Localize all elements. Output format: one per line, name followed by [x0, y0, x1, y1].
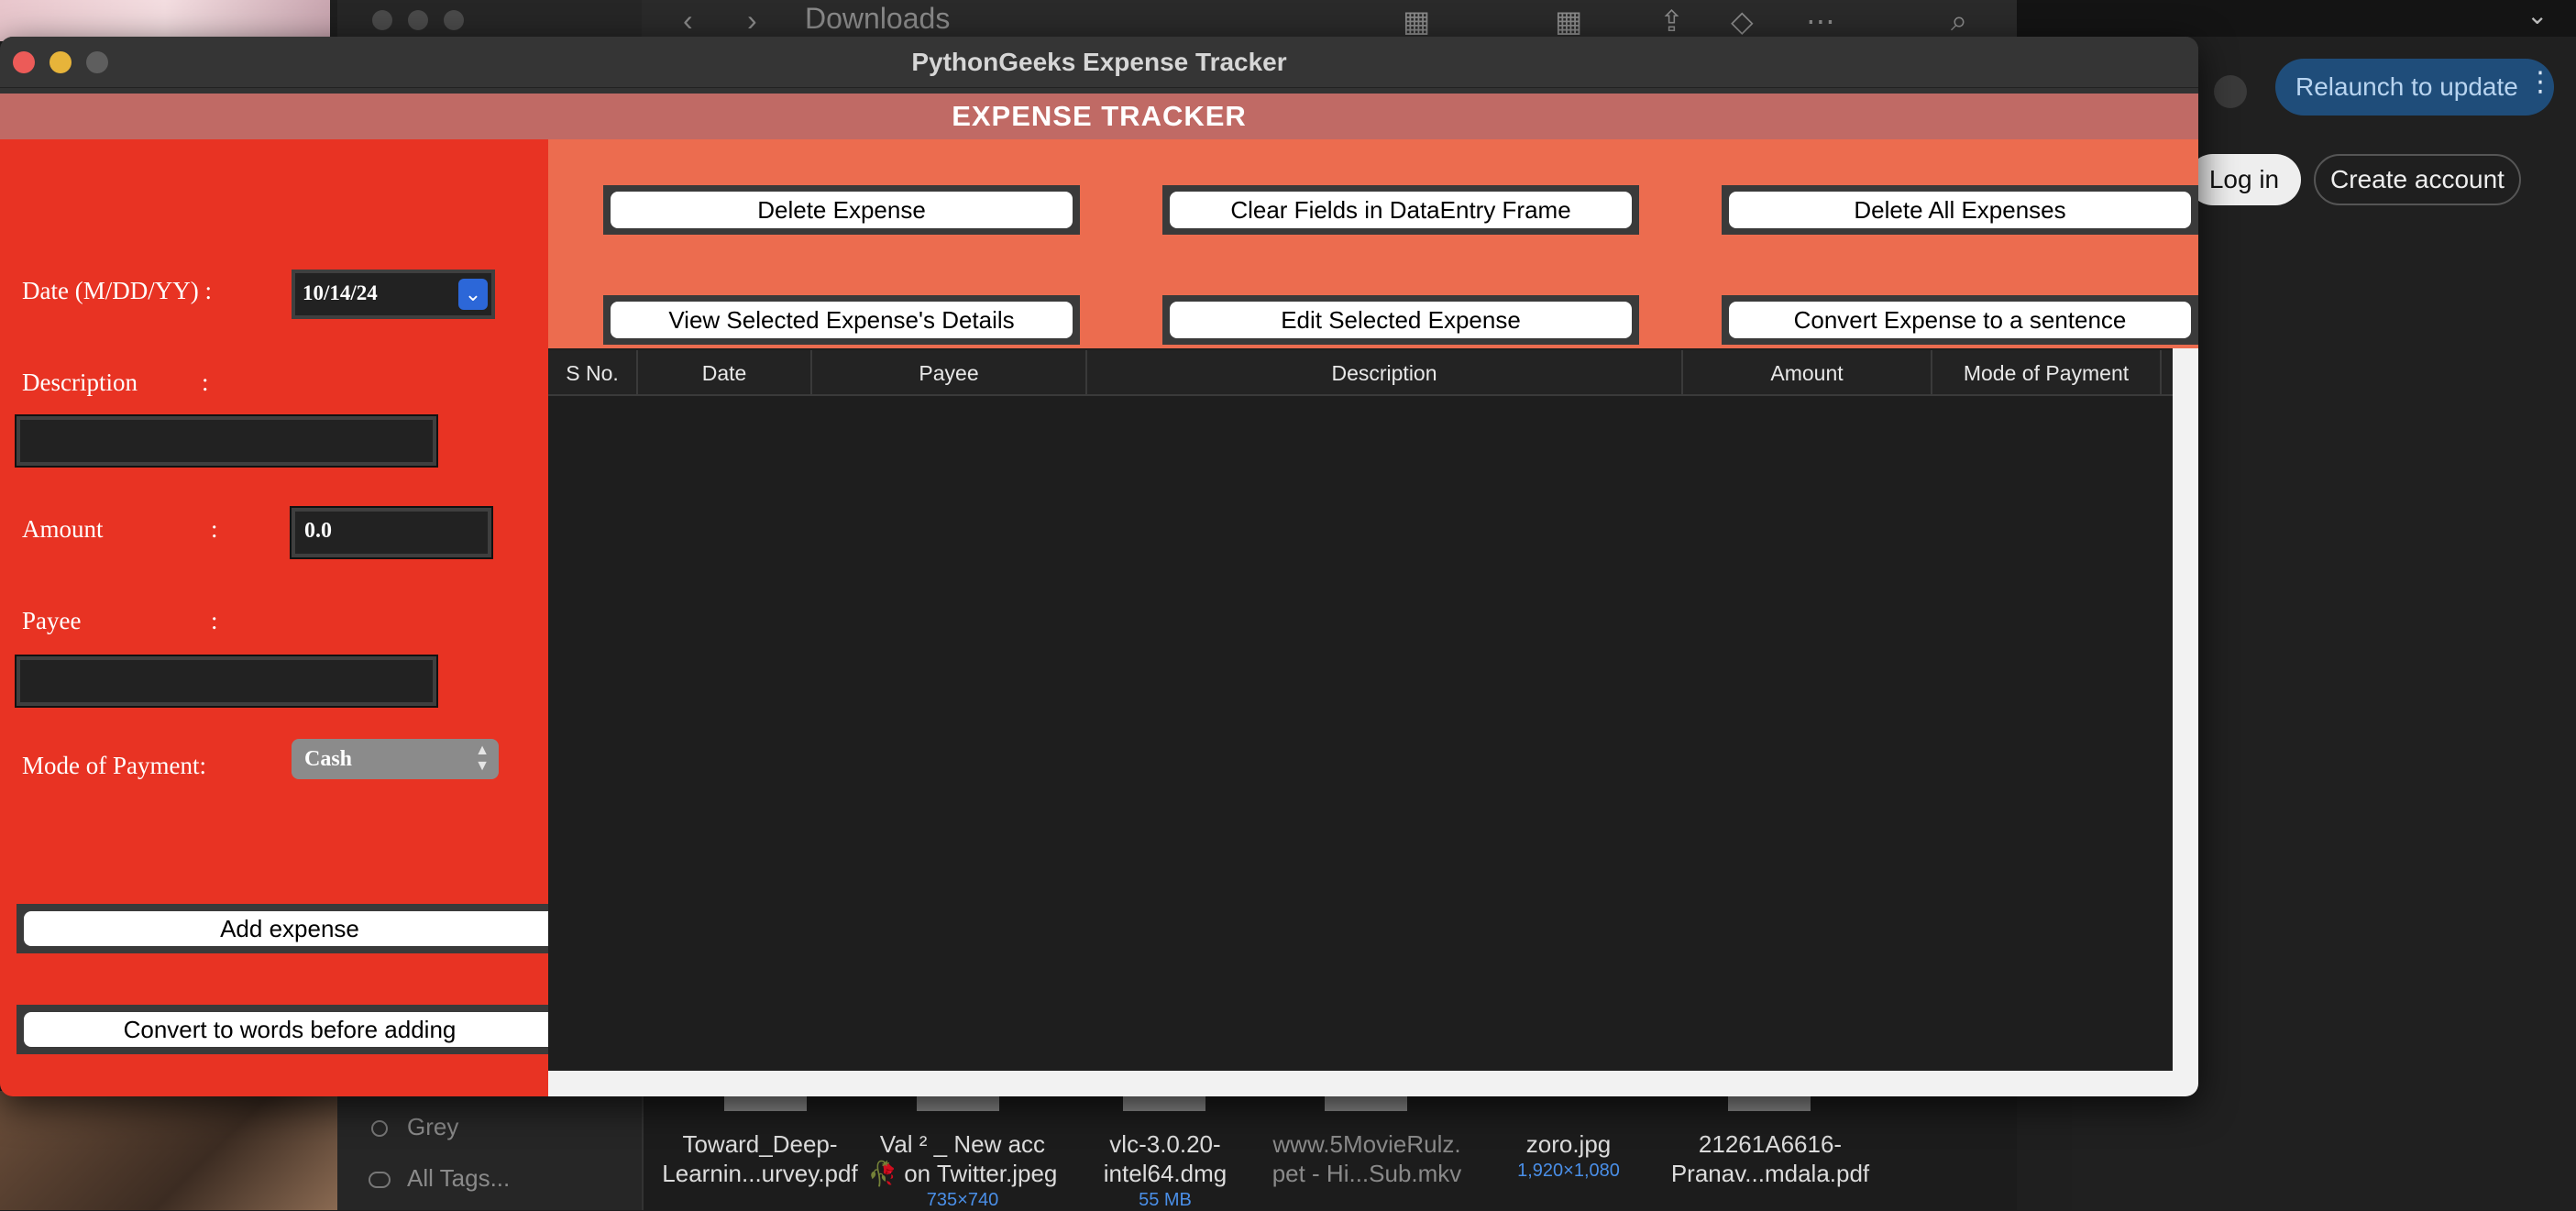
column-header-payee[interactable]: Payee [812, 350, 1087, 396]
amount-colon: : [211, 515, 218, 543]
view-details-button[interactable]: View Selected Expense's Details [611, 302, 1073, 338]
create-account-button[interactable]: Create account [2314, 154, 2521, 205]
table-header: S No. Date Payee Description Amount Mode… [548, 350, 2173, 396]
forward-icon[interactable]: › [747, 4, 757, 37]
back-icon[interactable]: ‹ [683, 4, 693, 37]
clear-fields-button[interactable]: Clear Fields in DataEntry Frame [1170, 192, 1632, 228]
finder-zoom-button[interactable] [444, 10, 464, 30]
file-item[interactable]: 21261A6616-Pranav...mdala.pdf [1670, 1130, 1870, 1187]
kebab-menu-icon[interactable]: ⋮ [2526, 67, 2554, 97]
convert-to-words-button[interactable]: Convert to words before adding [24, 1012, 556, 1047]
delete-expense-button-frame: Delete Expense [603, 185, 1080, 235]
file-meta: 1,920×1,080 [1517, 1161, 1620, 1181]
date-value: 10/14/24 [303, 281, 378, 304]
payee-label: Payee [22, 607, 82, 634]
delete-expense-button[interactable]: Delete Expense [611, 192, 1073, 228]
file-item[interactable]: www.5MovieRulz.pet - Hi...Sub.mkv [1271, 1130, 1462, 1187]
amount-input[interactable]: 0.0 [290, 506, 493, 559]
column-header-sno[interactable]: S No. [548, 350, 638, 396]
search-icon[interactable]: ⌕ [1951, 4, 1967, 37]
file-item[interactable]: zoro.jpg [1525, 1130, 1612, 1158]
chevron-down-icon[interactable]: ⌄ [2526, 1, 2548, 29]
window-title: PythonGeeks Expense Tracker [911, 48, 1287, 76]
grey-tag-icon [371, 1120, 388, 1137]
date-picker[interactable]: 10/14/24 ⌄ [292, 270, 495, 319]
expense-tracker-window: PythonGeeks Expense Tracker EXPENSE TRAC… [0, 37, 2198, 1096]
horizontal-scrollbar[interactable] [548, 1071, 2173, 1096]
mode-of-payment-select[interactable]: Cash ▲▼ [292, 739, 499, 779]
chevron-down-icon[interactable]: ⌄ [458, 279, 488, 310]
file-item[interactable]: Toward_Deep-Learnin...urvey.pdf [662, 1130, 858, 1187]
finder-minimize-button[interactable] [408, 10, 428, 30]
column-header-description[interactable]: Description [1087, 350, 1683, 396]
desktop-wallpaper [0, 0, 330, 41]
view-grid-icon[interactable]: ▦ [1403, 5, 1431, 38]
edit-selected-button-frame: Edit Selected Expense [1162, 295, 1639, 345]
convert-sentence-button-frame: Convert Expense to a sentence [1722, 295, 2198, 345]
file-meta: 735×740 [926, 1190, 999, 1210]
description-label: Description [22, 369, 138, 396]
column-header-amount[interactable]: Amount [1683, 350, 1932, 396]
convert-to-sentence-button[interactable]: Convert Expense to a sentence [1729, 302, 2191, 338]
payee-input[interactable] [15, 655, 438, 708]
desktop-wallpaper-bottom [0, 1091, 337, 1210]
edit-selected-button[interactable]: Edit Selected Expense [1170, 302, 1632, 338]
add-expense-button-frame: Add expense [17, 904, 556, 953]
all-tags-icon [369, 1172, 391, 1188]
view-details-button-frame: View Selected Expense's Details [603, 295, 1080, 345]
close-button[interactable] [13, 51, 35, 73]
sidebar-item-all-tags[interactable]: All Tags... [407, 1164, 511, 1192]
mode-of-payment-label: Mode of Payment: [22, 752, 206, 779]
expense-table[interactable]: S No. Date Payee Description Amount Mode… [548, 348, 2173, 1096]
zoom-button[interactable] [86, 51, 108, 73]
buttons-frame: Delete Expense Clear Fields in DataEntry… [548, 139, 2198, 348]
date-label: Date (M/DD/YY) : [22, 277, 212, 304]
group-icon[interactable]: ▦ [1555, 5, 1583, 38]
app-heading: EXPENSE TRACKER [0, 94, 2198, 139]
file-item[interactable]: Val ² _ New acc🥀 on Twitter.jpeg [867, 1130, 1058, 1187]
data-entry-frame: Date (M/DD/YY) : 10/14/24 ⌄ Description … [0, 139, 556, 1096]
payee-colon: : [211, 607, 218, 634]
finder-close-button[interactable] [372, 10, 392, 30]
file-item[interactable]: vlc-3.0.20-intel64.dmg [1103, 1130, 1227, 1187]
minimize-button[interactable] [50, 51, 72, 73]
sidebar-item-grey[interactable]: Grey [407, 1113, 459, 1140]
file-meta: 55 MB [1139, 1190, 1192, 1210]
delete-all-button-frame: Delete All Expenses [1722, 185, 2198, 235]
window-titlebar: PythonGeeks Expense Tracker [0, 37, 2198, 88]
column-header-date[interactable]: Date [638, 350, 812, 396]
tag-icon[interactable]: ◇ [1731, 5, 1754, 38]
browser-topbar [2017, 0, 2576, 37]
avatar-icon[interactable] [2214, 75, 2247, 108]
finder-toolbar [642, 0, 2017, 40]
convert-words-button-frame: Convert to words before adding [17, 1005, 556, 1054]
amount-label: Amount [22, 515, 104, 543]
share-icon[interactable]: ⇪ [1659, 5, 1684, 38]
delete-all-expenses-button[interactable]: Delete All Expenses [1729, 192, 2191, 228]
more-icon[interactable]: ⋯ [1806, 5, 1835, 38]
description-input[interactable] [15, 414, 438, 468]
login-button[interactable]: Log in [2187, 154, 2301, 205]
add-expense-button[interactable]: Add expense [24, 911, 556, 946]
mode-of-payment-value: Cash [304, 747, 353, 771]
finder-title: Downloads [805, 2, 951, 35]
vertical-scrollbar[interactable] [2173, 348, 2198, 1096]
description-colon: : [202, 369, 209, 396]
clear-fields-button-frame: Clear Fields in DataEntry Frame [1162, 185, 1639, 235]
up-down-arrows-icon: ▲▼ [475, 743, 490, 774]
relaunch-button[interactable]: Relaunch to update [2275, 59, 2554, 116]
column-header-mode-of-payment[interactable]: Mode of Payment [1932, 350, 2162, 396]
